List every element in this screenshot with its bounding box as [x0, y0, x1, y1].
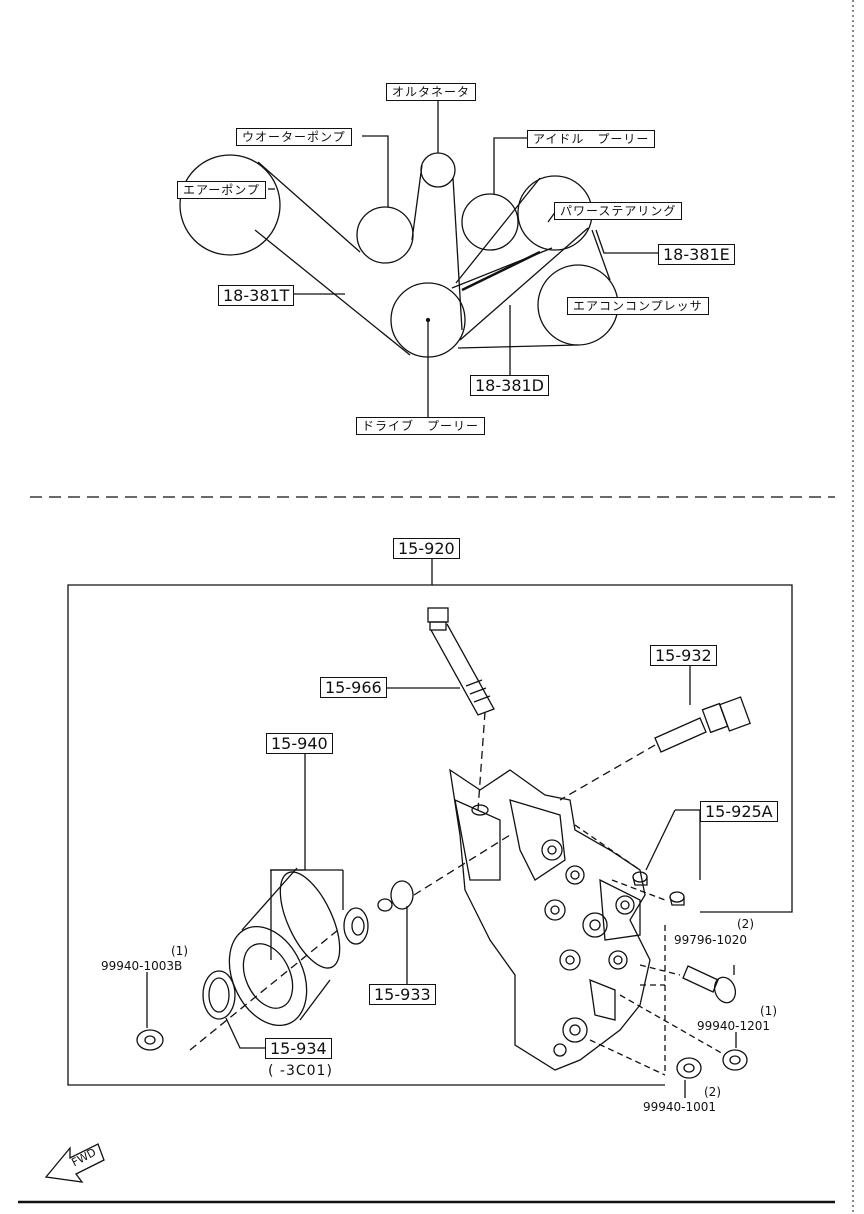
water-pump-pulley [356, 206, 414, 264]
belt-alt-right [452, 177, 463, 331]
assembly-frame [67, 557, 665, 1086]
bracket [449, 768, 651, 1071]
bolt-15-966 [427, 607, 495, 716]
alternator-pulley [420, 152, 456, 188]
label-15-934-note: ( -3C01) [268, 1063, 333, 1079]
label-power-steering: パワーステアリング [554, 202, 683, 220]
cap-15-925a [632, 871, 685, 906]
belt-t-left [254, 229, 411, 356]
label-15-934: 15-934 [265, 1038, 332, 1059]
label-15-925a: 15-925A [700, 801, 778, 822]
label-belt-18-381e: 18-381E [658, 244, 735, 265]
spacer-15-933 [377, 880, 414, 912]
washer-15-934 [202, 970, 236, 1020]
label-drive-pulley: ドライブ プーリー [356, 417, 486, 435]
label-99940-1001: 99940-1001 [643, 1100, 717, 1114]
label-15-940: 15-940 [266, 733, 333, 754]
idle-pulley [461, 193, 519, 251]
label-ac-compressor: エアコンコンプレッサ [567, 297, 709, 315]
label-15-966: 15-966 [320, 677, 387, 698]
nut-99940-1201 [722, 1049, 748, 1071]
label-99796-1020: 99796-1020 [674, 933, 748, 947]
label-15-933: 15-933 [369, 984, 436, 1005]
qty-99940-1001: (2) [704, 1085, 721, 1099]
label-15-932: 15-932 [650, 645, 717, 666]
idler-pulley-15-940 [228, 867, 369, 1027]
belt-double-line [461, 250, 541, 292]
qty-99940-1003b: (1) [171, 944, 188, 958]
label-belt-18-381d: 18-381D [470, 375, 549, 396]
qty-99940-1201: (1) [760, 1004, 777, 1018]
label-air-pump: エアーポンプ [177, 181, 266, 199]
bolt-99796-1020 [682, 965, 737, 1004]
label-99940-1201: 99940-1201 [697, 1019, 771, 1033]
belt-ps-upper [455, 177, 541, 284]
bolt-15-932 [654, 696, 751, 753]
label-idle-pulley: アイドル プーリー [527, 130, 656, 148]
label-belt-18-381t: 18-381T [218, 285, 295, 306]
belt-e-right [591, 229, 611, 281]
label-15-920: 15-920 [393, 538, 460, 559]
belt-alt-left [411, 164, 423, 241]
label-water-pump: ウオーターポンプ [236, 128, 352, 146]
fwd-arrow-icon [44, 1143, 105, 1183]
belt-d-outer [459, 227, 589, 341]
air-pump-pulley [179, 154, 281, 256]
qty-99796-1020: (2) [737, 917, 754, 931]
label-alternator: オルタネータ [386, 83, 477, 101]
nut-99940-1003b [136, 1029, 164, 1051]
belt-e-lower [457, 344, 579, 349]
label-99940-1003b: 99940-1003B [101, 959, 183, 973]
belt-t-upper [257, 161, 361, 253]
nut-99940-1001 [676, 1057, 702, 1079]
